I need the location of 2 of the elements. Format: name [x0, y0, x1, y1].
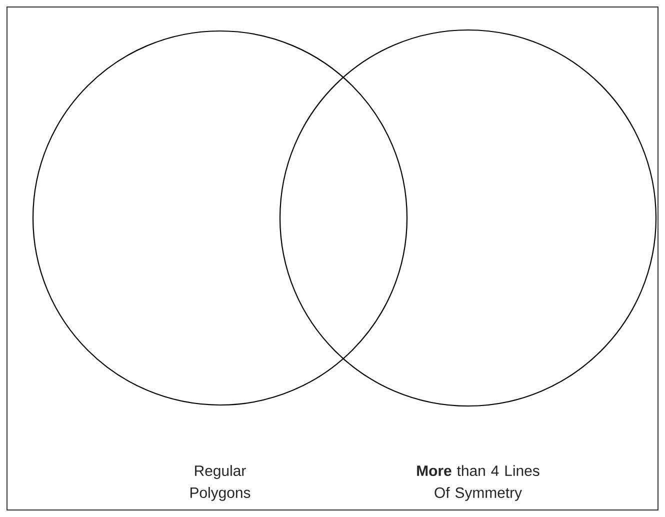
- circle-label: More than 4 Lines Of Symmetry: [417, 465, 540, 501]
- circle-label: Regular Polygons: [190, 465, 250, 501]
